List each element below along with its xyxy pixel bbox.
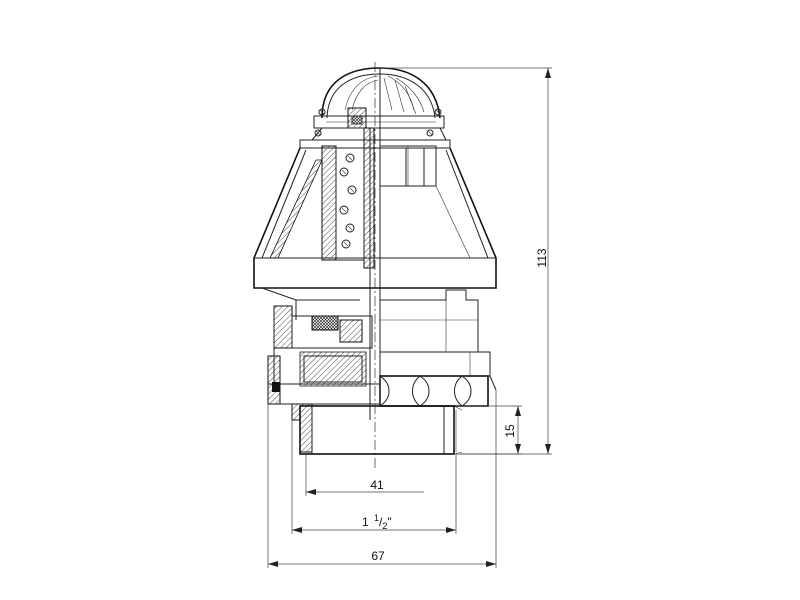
dim-inner-diameter: 41 [305, 454, 424, 496]
dim-height-total: 113 [380, 67, 552, 455]
dim-thread-length: 15 [456, 405, 522, 455]
dim-thread-size: 1 1/2" [291, 420, 457, 534]
conical-hood [253, 147, 497, 289]
upper-body [299, 127, 451, 269]
float-housing [261, 287, 491, 387]
dim-overall-width: 67 [267, 390, 497, 568]
dome-cap [313, 67, 445, 137]
dim-67-label: 67 [371, 549, 385, 563]
dim-thread-size-label: 1 1/2" [362, 513, 392, 531]
dim-113-label: 113 [535, 248, 549, 267]
dim-15-label: 15 [503, 424, 517, 438]
threaded-tail [291, 403, 463, 455]
dim-41-label: 41 [370, 478, 384, 492]
